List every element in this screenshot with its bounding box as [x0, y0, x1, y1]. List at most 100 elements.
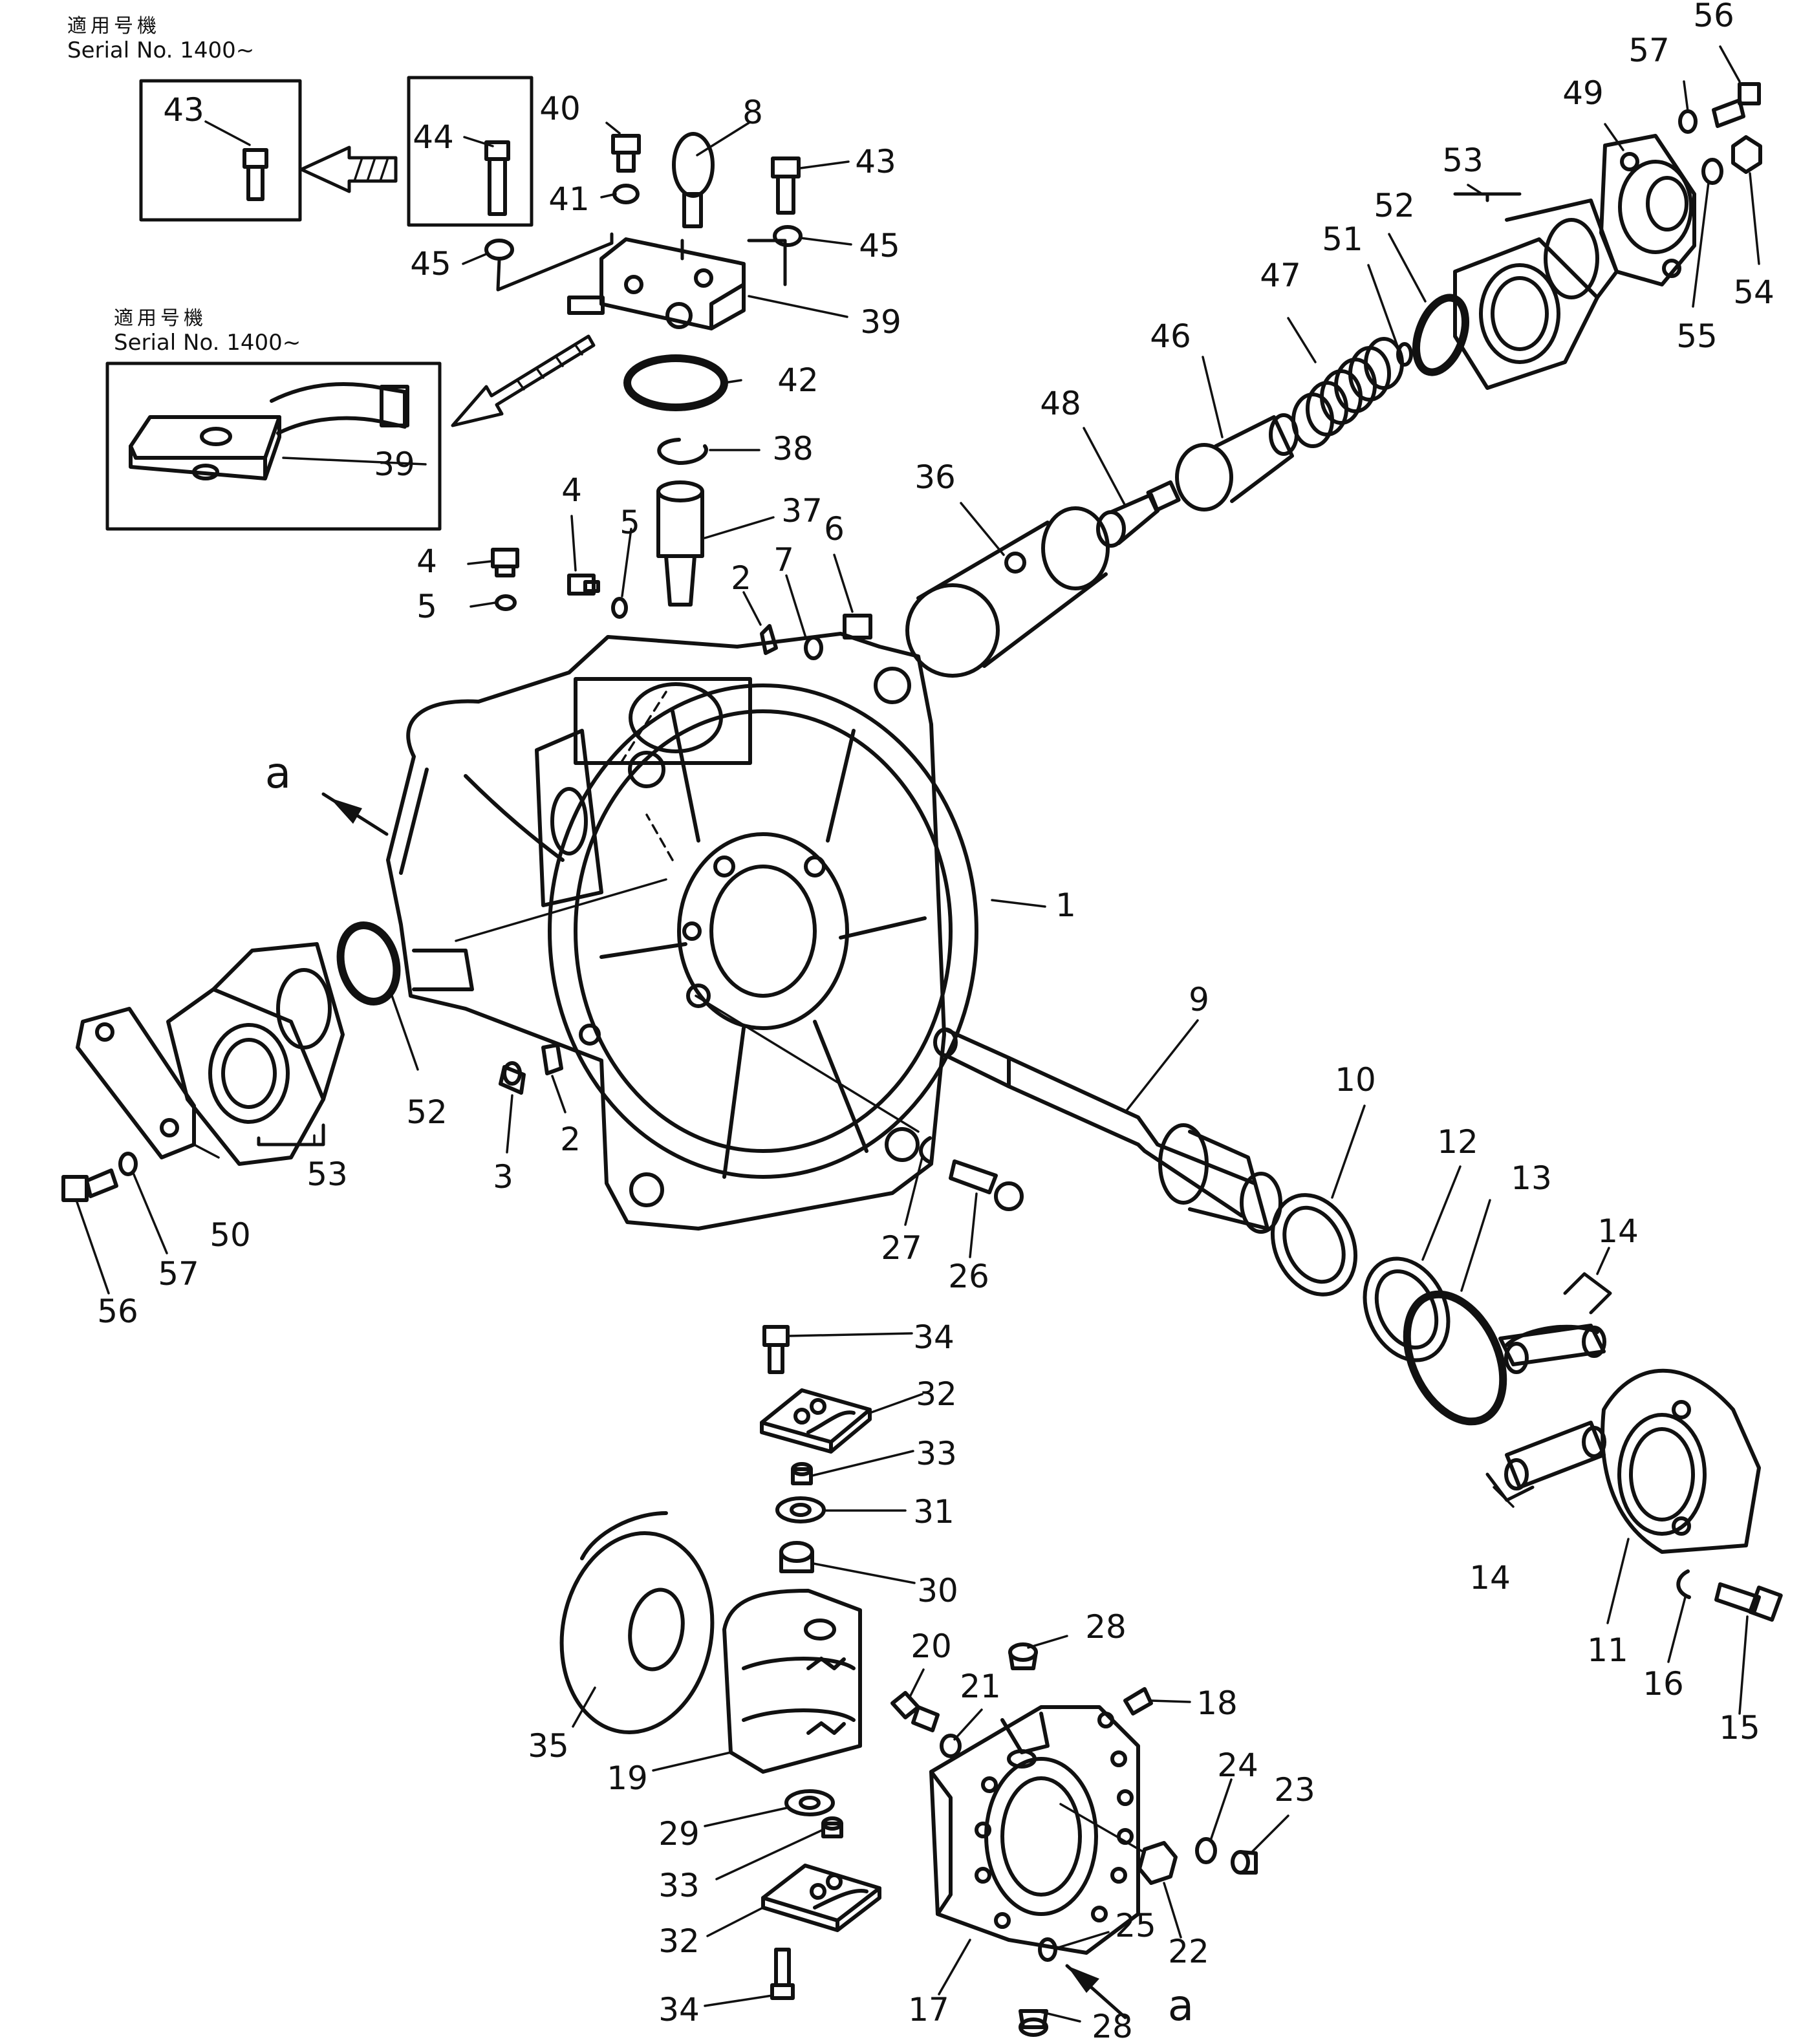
spool-48 [1096, 480, 1181, 548]
callout-2-lower: 2 [560, 1121, 581, 1158]
plate-32-lower [761, 1864, 881, 1932]
callout-53-right: 53 [1442, 142, 1483, 179]
callout-29: 29 [658, 1815, 700, 1853]
callout-54: 54 [1733, 274, 1774, 311]
sleeve-36 [905, 506, 1110, 678]
washer-55 [1701, 158, 1723, 185]
bolt-34-upper [762, 1325, 790, 1374]
callout-45-left: 45 [410, 245, 451, 283]
washer-16 [1676, 1569, 1691, 1599]
callout-44: 44 [413, 118, 454, 156]
retainer-46 [1175, 413, 1299, 511]
bracket-14-upper [1563, 1272, 1612, 1315]
callout-40: 40 [539, 90, 581, 127]
callout-57-left: 57 [158, 1255, 199, 1293]
bracket-53-left [257, 1123, 325, 1146]
serial-note-mid-line2: Serial No. 1400~ [114, 329, 301, 356]
callout-36: 36 [914, 458, 956, 496]
callout-28-upper: 28 [1085, 1608, 1127, 1646]
callout-47: 47 [1260, 257, 1301, 294]
callout-55: 55 [1676, 317, 1718, 355]
callout-30: 30 [917, 1572, 958, 1609]
callout-41: 41 [548, 180, 590, 218]
callout-21: 21 [960, 1668, 1001, 1705]
eyebolt-8 [672, 132, 715, 228]
callout-18: 18 [1196, 1684, 1238, 1722]
callout-12: 12 [1437, 1123, 1478, 1161]
serial-note-mid-line1: 適用号機 [114, 307, 207, 330]
callout-32-lower: 32 [658, 1922, 700, 1960]
callout-17: 17 [908, 1991, 949, 2028]
callout-56-right: 56 [1693, 0, 1734, 34]
callout-1: 1 [1055, 887, 1076, 924]
callout-5-mid: 5 [620, 504, 640, 541]
callout-4-upper: 4 [416, 543, 437, 580]
view-label-a-upper: a [264, 748, 292, 798]
o-ring-42 [623, 354, 728, 411]
callout-24: 24 [1217, 1747, 1258, 1784]
bolt-15 [1714, 1582, 1783, 1622]
plug-28-upper [1008, 1642, 1038, 1670]
inset-box-serial-cover-39 [105, 361, 442, 531]
flange-53-right [1453, 199, 1619, 390]
inset-box-serial-bolt-43 [139, 79, 302, 222]
view-arrow-a-lower [1065, 1964, 1127, 2019]
cover-39 [567, 237, 746, 330]
o-ring-5-upper [495, 594, 517, 611]
callout-5-upper: 5 [416, 588, 437, 625]
callout-20: 20 [911, 1628, 952, 1665]
view-label-a-lower: a [1167, 1981, 1194, 2030]
bolt-26 [949, 1159, 1024, 1211]
washer-27 [919, 1136, 933, 1165]
callout-32-upper: 32 [916, 1375, 957, 1413]
washer-57-left [118, 1152, 138, 1176]
housing-1 [386, 632, 978, 1231]
o-ring-5-mid [611, 597, 628, 619]
o-ring-7 [804, 636, 823, 660]
callout-7: 7 [773, 541, 794, 579]
leader-lines [75, 45, 1760, 2023]
hatched-arrow-to-inset [451, 334, 596, 427]
callout-34-upper: 34 [913, 1318, 955, 1356]
view-arrow-a-upper [321, 792, 389, 836]
plug-22 [1138, 1841, 1178, 1885]
plug-4-upper [491, 548, 519, 577]
bolt-56-left [61, 1168, 118, 1202]
callout-52-right: 52 [1374, 187, 1415, 224]
callout-39-cover: 39 [860, 303, 901, 341]
callout-9: 9 [1189, 981, 1209, 1018]
callout-31: 31 [913, 1493, 955, 1531]
callout-50: 50 [210, 1216, 251, 1254]
o-ring-51 [1396, 342, 1413, 367]
callout-52-left: 52 [406, 1093, 448, 1131]
callout-48: 48 [1040, 385, 1081, 422]
callout-49: 49 [1562, 74, 1604, 112]
callout-6: 6 [824, 510, 845, 548]
callout-2-upper: 2 [731, 559, 751, 597]
plate-35 [559, 1511, 715, 1734]
callout-11: 11 [1587, 1631, 1628, 1669]
serial-note-mid: 適用号機 Serial No. 1400~ [114, 307, 301, 356]
plug-18 [1123, 1687, 1153, 1716]
washer-57-right [1678, 109, 1698, 134]
shoe-14-lower [1504, 1421, 1606, 1490]
callout-33-upper: 33 [916, 1435, 957, 1472]
pin-23 [1231, 1850, 1258, 1875]
pin-33-upper [791, 1462, 813, 1485]
callout-28-lower: 28 [1092, 2008, 1133, 2044]
bearing-10 [1270, 1193, 1358, 1296]
cover-50 [76, 1007, 196, 1159]
plug-40 [611, 134, 641, 173]
callout-14-upper: 14 [1597, 1212, 1639, 1250]
housing-leader-lines [455, 878, 920, 1133]
pin-33-lower [821, 1816, 843, 1838]
shoe-14-upper [1498, 1324, 1606, 1374]
plate-32-upper [760, 1388, 872, 1454]
o-ring-25 [1038, 1937, 1057, 1962]
callout-25: 25 [1115, 1907, 1156, 1944]
plug-3 [499, 1061, 526, 1095]
plug-28-lower [1019, 2009, 1048, 2037]
bolt-56-right [1712, 82, 1761, 128]
shaft-9 [933, 1027, 1282, 1234]
